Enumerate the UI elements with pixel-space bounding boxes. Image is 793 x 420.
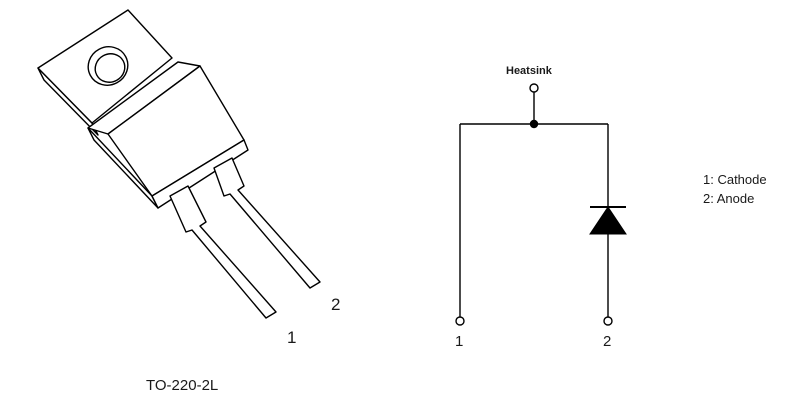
diode-triangle (589, 206, 627, 235)
package-pin-2-label: 2 (331, 295, 340, 314)
schematic-pin-2-label: 2 (603, 333, 611, 350)
mounting-hole-inner (94, 53, 126, 83)
heatsink-terminal (529, 83, 539, 93)
package-name: TO-220-2L (146, 377, 218, 394)
package-pin-1-label: 1 (287, 328, 296, 347)
legend-item-anode: 2: Anode (703, 191, 754, 206)
pin-1-terminal (455, 316, 465, 326)
body-bottom-edge (151, 139, 249, 209)
pin-legend: 1: Cathode 2: Anode (703, 172, 767, 206)
heatsink-label: Heatsink (506, 65, 553, 77)
lead-1 (169, 185, 277, 319)
pin-2-terminal (603, 316, 613, 326)
diode-symbol (589, 206, 627, 235)
legend-item-cathode: 1: Cathode (703, 172, 767, 187)
lead-2 (213, 157, 321, 289)
schematic (455, 83, 613, 326)
package-drawing (37, 9, 321, 319)
schematic-pin-1-label: 1 (455, 333, 463, 350)
